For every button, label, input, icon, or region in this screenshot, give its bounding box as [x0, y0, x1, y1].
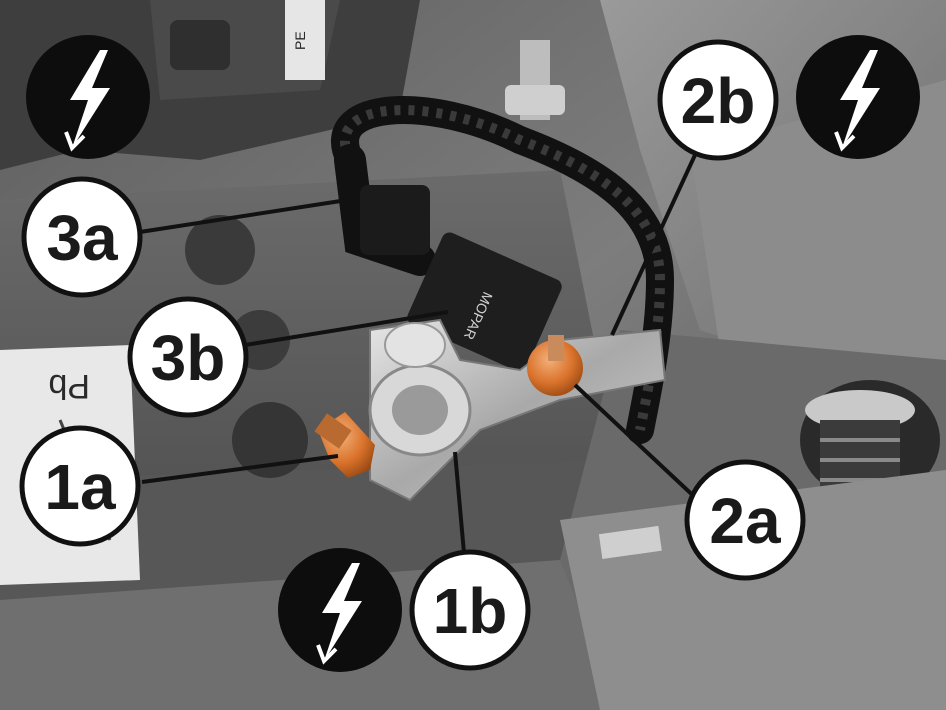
svg-text:1a: 1a	[44, 451, 116, 523]
electric-hazard-icon	[26, 35, 150, 159]
svg-text:3b: 3b	[151, 322, 226, 394]
callout-3b: 3b	[127, 296, 249, 418]
sticker-code: PE	[292, 31, 308, 50]
callout-2a: 2a	[684, 459, 806, 581]
callout-1b: 1b	[409, 549, 531, 671]
terminal-nut-2a	[527, 335, 583, 396]
callout-2b: 2b	[657, 39, 779, 161]
battery-lead-symbol: Pb	[48, 367, 90, 405]
callout-1a: 1a	[19, 425, 141, 547]
terminal-bolt-1a	[314, 412, 375, 478]
callout-3a: 3a	[21, 176, 143, 298]
svg-text:2a: 2a	[709, 485, 781, 557]
electric-hazard-icon	[278, 548, 402, 672]
svg-text:1b: 1b	[433, 575, 508, 647]
svg-text:2b: 2b	[681, 65, 756, 137]
electric-hazard-icon	[796, 35, 920, 159]
svg-text:3a: 3a	[46, 202, 118, 274]
